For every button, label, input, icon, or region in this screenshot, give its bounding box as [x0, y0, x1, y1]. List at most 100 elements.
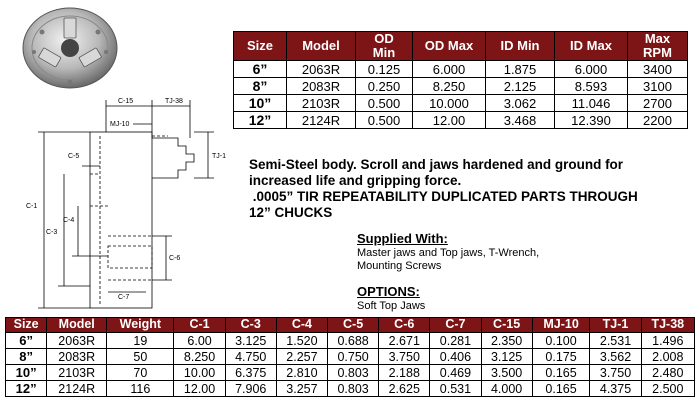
chuck-photo [22, 7, 118, 89]
table-cell: 2.125 [485, 77, 555, 95]
table-cell: 2.500 [640, 380, 696, 397]
dim-tj38-label: TJ-38 [165, 98, 183, 105]
table-cell: 8.250 [412, 77, 486, 95]
column-header: Model [46, 317, 108, 333]
table-cell: 0.803 [326, 364, 380, 381]
options-heading: OPTIONS: [357, 284, 420, 299]
table-cell: 0.100 [531, 332, 591, 349]
table-cell: 2.257 [275, 348, 329, 365]
table-cell: 0.250 [355, 77, 413, 95]
table-cell: 0.165 [531, 364, 591, 381]
table-cell: 2083R [286, 77, 356, 95]
column-header: C-1 [173, 317, 226, 333]
dim-c7-label: C-7 [118, 294, 129, 301]
column-header: C-4 [275, 317, 329, 333]
product-description: Semi-Steel body. Scroll and jaws hardene… [249, 157, 694, 221]
table-cell: 2124R [286, 111, 356, 129]
table-cell: 6.000 [412, 60, 486, 78]
table-cell: 3.257 [275, 380, 329, 397]
table-cell: 4.750 [224, 348, 277, 365]
description-line: .0005” TIR REPEATABILITY DUPLICATED PART… [249, 189, 638, 204]
column-header: TJ-1 [589, 317, 642, 333]
column-header: ID Max [554, 31, 628, 61]
table-cell: 2124R [46, 380, 108, 397]
table-cell: 2.480 [640, 364, 696, 381]
header-line: Max [644, 31, 671, 47]
table-cell: 8.250 [173, 348, 226, 365]
table-cell: 12.390 [554, 111, 628, 129]
option-item: Soft Top Jaws [357, 299, 426, 312]
size-cell: 6” [4, 332, 48, 349]
table-cell: 0.175 [531, 348, 591, 365]
table-cell: 2.188 [378, 364, 431, 381]
column-header: Size [4, 317, 48, 333]
column-header: C-15 [480, 317, 533, 333]
table-cell: 0.281 [429, 332, 482, 349]
table-cell: 3100 [627, 77, 688, 95]
column-header: C-3 [224, 317, 277, 333]
table-cell: 0.500 [355, 94, 413, 112]
table-cell: 2700 [627, 94, 688, 112]
table-cell: 1.520 [275, 332, 329, 349]
table-cell: 3.062 [485, 94, 555, 112]
dim-c3-label: C-3 [46, 229, 57, 236]
table-cell: 12.00 [412, 111, 486, 129]
table-cell: 116 [106, 380, 175, 397]
size-cell: 8” [4, 348, 48, 365]
size-cell: 8” [233, 77, 287, 95]
dim-mj10-label: MJ-10 [110, 121, 130, 128]
table-cell: 6.00 [173, 332, 226, 349]
supplied-with-section: Supplied With: Master jaws and Top jaws,… [357, 232, 539, 274]
column-header: Size [233, 31, 287, 61]
table-cell: 3.125 [224, 332, 277, 349]
column-header: C-5 [326, 317, 380, 333]
column-header: ID Min [485, 31, 555, 61]
size-cell: 12” [4, 380, 48, 397]
table-cell: 1.875 [485, 60, 555, 78]
column-header: MJ-10 [531, 317, 591, 333]
dim-c1-label: C-1 [26, 203, 37, 210]
description-line: increased life and gripping force. [249, 173, 462, 188]
supplied-with-heading: Supplied With: [357, 231, 448, 246]
size-cell: 6” [233, 60, 287, 78]
table-cell: 0.688 [326, 332, 380, 349]
table-cell: 2.671 [378, 332, 431, 349]
table-cell: 3.562 [589, 348, 642, 365]
column-header: TJ-38 [640, 317, 696, 333]
table-cell: 50 [106, 348, 175, 365]
table-cell: 3400 [627, 60, 688, 78]
options-section: OPTIONS: Soft Top Jaws [357, 285, 425, 313]
description-line: Semi-Steel body. Scroll and jaws hardene… [249, 157, 624, 172]
table-cell: 7.906 [224, 380, 277, 397]
column-header: Model [286, 31, 356, 61]
column-header: Weight [106, 317, 175, 333]
table-cell: 3.750 [378, 348, 431, 365]
dim-tj1-label: TJ-1 [212, 153, 226, 160]
header-line: OD [374, 31, 394, 47]
table-cell: 1.496 [640, 332, 696, 349]
dim-c5-label: C-5 [68, 153, 79, 160]
size-cell: 10” [4, 364, 48, 381]
supplied-item: Mounting Screws [357, 260, 442, 272]
size-cell: 10” [233, 94, 287, 112]
table-cell: 0.406 [429, 348, 482, 365]
table-cell: 2.531 [589, 332, 642, 349]
table-cell: 2.008 [640, 348, 696, 365]
table-cell: 0.469 [429, 364, 482, 381]
table-cell: 70 [106, 364, 175, 381]
table-cell: 3.750 [589, 364, 642, 381]
table-cell: 6.375 [224, 364, 277, 381]
table-cell: 12.00 [173, 380, 226, 397]
table-cell: 2063R [46, 332, 108, 349]
table-cell: 0.750 [326, 348, 380, 365]
